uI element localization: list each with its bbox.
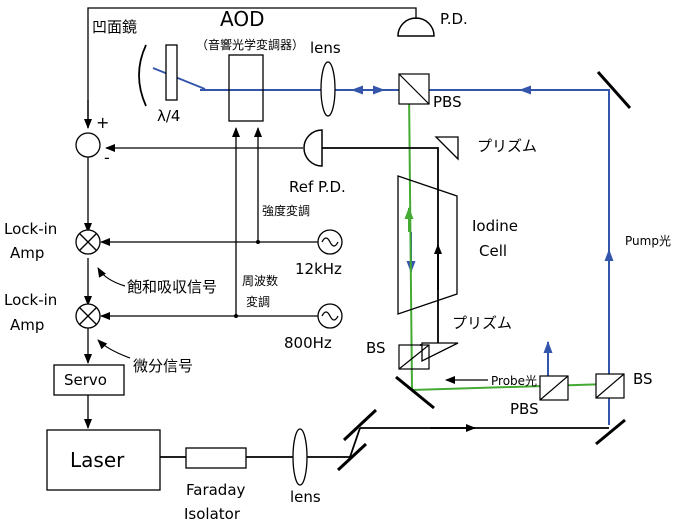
- label-bs-right: BS: [633, 370, 653, 388]
- servo-box: [53, 364, 125, 396]
- label-servo: Servo: [64, 371, 107, 389]
- label-freq-mod-1: 周波数: [242, 273, 278, 288]
- mirror-top-right: [596, 71, 632, 109]
- reference-beam: [160, 147, 609, 458]
- faraday-isolator-box: [185, 447, 247, 469]
- mixer-1: [75, 229, 101, 255]
- signal-wires: [84, 7, 488, 429]
- label-saturated-absorption: 飽和吸収信号: [127, 278, 217, 296]
- bs-left-cube: [398, 344, 430, 370]
- label-bs-left: BS: [366, 339, 386, 357]
- label-freq-800: 800Hz: [284, 334, 332, 352]
- oscillator-800hz-icon: [317, 303, 343, 329]
- label-lockin1-1: Lock-in: [4, 220, 57, 238]
- label-intensity-mod: 強度変調: [262, 203, 310, 218]
- label-probe: Probe光: [491, 374, 537, 388]
- mirror-periscope-lower: [336, 442, 368, 472]
- label-pbs-top: PBS: [433, 93, 462, 111]
- label-pd: P.D.: [440, 10, 468, 28]
- label-iodine-1: Iodine: [472, 217, 518, 235]
- label-quarter-wave: λ/4: [157, 107, 180, 125]
- laser-box: [46, 429, 161, 491]
- label-lockin2-2: Amp: [10, 316, 44, 334]
- label-iodine-2: Cell: [479, 242, 507, 260]
- photodetector-top: [397, 17, 435, 37]
- label-faraday-1: Faraday: [186, 481, 246, 499]
- prism-bottom: [421, 342, 459, 363]
- summing-node: [75, 132, 101, 158]
- quarter-wave-plate: [165, 44, 178, 101]
- label-freq-12k: 12kHz: [295, 260, 342, 278]
- label-plus: +: [96, 113, 109, 132]
- label-lens-bottom: lens: [290, 488, 321, 506]
- mirror-periscope-upper: [342, 408, 378, 442]
- label-pump: Pump光: [625, 234, 671, 248]
- label-freq-mod-2: 変調: [246, 294, 270, 309]
- pbs-top-cube: [398, 73, 430, 105]
- pump-beam: [152, 67, 614, 425]
- label-laser: Laser: [70, 448, 125, 472]
- label-faraday-2: Isolator: [184, 505, 241, 523]
- label-lockin1-2: Amp: [10, 244, 44, 262]
- bs-right-cube: [595, 373, 625, 399]
- label-prism-bottom: プリズム: [452, 314, 512, 332]
- mirror-bottom-right: [595, 418, 626, 446]
- mixer-2: [75, 303, 101, 329]
- prism-top: [434, 136, 459, 161]
- lens-bottom: [292, 428, 308, 486]
- label-lens-top: lens: [310, 39, 341, 57]
- lens-top: [320, 61, 336, 117]
- junction-dot: [256, 240, 260, 244]
- label-aod-sub: （音響光学変調器）: [196, 37, 304, 52]
- label-derivative-signal: 微分信号: [133, 357, 193, 375]
- junction-dot: [234, 314, 238, 318]
- pointer-saturated-absorption: [97, 267, 126, 287]
- label-ref-pd: Ref P.D.: [289, 178, 346, 196]
- label-pbs-bottom: PBS: [510, 400, 539, 418]
- label-aod: AOD: [220, 7, 264, 31]
- label-concave-mirror: 凹面鏡: [92, 18, 137, 36]
- label-prism-top: プリズム: [477, 137, 537, 155]
- oscillator-12khz-icon: [317, 229, 343, 255]
- mirror-bottom-left: [395, 375, 435, 410]
- label-lockin2-1: Lock-in: [4, 291, 57, 309]
- pointer-derivative-signal: [97, 339, 131, 359]
- pbs-bottom-cube: [539, 375, 569, 401]
- ref-photodetector: [303, 129, 323, 167]
- aod-box: [228, 54, 264, 122]
- label-minus: -: [104, 148, 110, 167]
- concave-mirror: [138, 44, 147, 107]
- iodine-cell: [397, 175, 458, 315]
